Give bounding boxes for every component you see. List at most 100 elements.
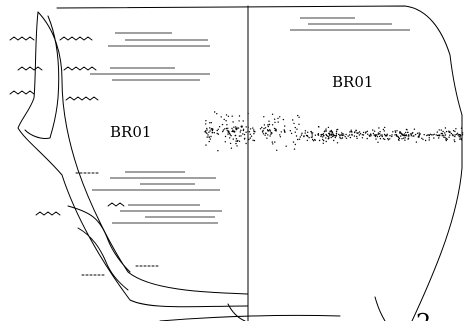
stipple-dot: [377, 133, 379, 135]
stipple-dot: [445, 137, 447, 140]
stipple-dot: [459, 136, 462, 138]
stipple-dot: [267, 125, 269, 128]
stipple-dot: [358, 131, 361, 133]
stipple-dot: [460, 127, 463, 129]
stipple-dot: [245, 126, 247, 128]
stipple-dot: [403, 137, 405, 139]
stipple-dot: [210, 135, 212, 138]
stipple-dot: [331, 130, 333, 133]
stipple-dot: [320, 135, 322, 138]
stipple-dot: [399, 132, 401, 134]
stipple-dot: [452, 134, 454, 136]
stipple-dot: [454, 130, 456, 133]
section-wall-inner: [37, 11, 249, 295]
stipple-dot: [448, 136, 450, 138]
stipple-dot: [440, 132, 442, 135]
stipple-dot: [334, 136, 336, 139]
stipple-dot: [236, 145, 238, 147]
stipple-dot: [449, 134, 451, 136]
stipple-dot: [381, 135, 383, 138]
stipple-dot: [267, 134, 269, 136]
stipple-dot: [395, 135, 398, 137]
stipple-dot: [295, 135, 298, 137]
stipple-dot: [235, 142, 237, 145]
stipple-dot: [366, 130, 369, 132]
stipple-dot: [242, 133, 244, 135]
stipple-dot: [441, 135, 443, 137]
vessel-outline: [56, 5, 463, 321]
stipple-dot: [222, 129, 225, 131]
stipple-dot: [364, 132, 367, 134]
stipple-dot: [214, 111, 216, 113]
stipple-dot: [398, 139, 400, 141]
stipple-dot: [359, 133, 362, 135]
stipple-dot: [444, 127, 447, 129]
stipple-dot: [405, 131, 407, 134]
stipple-dot: [416, 132, 419, 134]
stipple-dot: [444, 132, 446, 134]
stipple-dot: [208, 131, 210, 133]
stipple-dot: [323, 135, 325, 137]
stipple-dot: [378, 127, 380, 129]
stipple-dot: [279, 134, 281, 136]
stipple-dot: [340, 137, 342, 140]
stipple-dot: [336, 142, 339, 144]
stipple-dot: [372, 129, 374, 131]
stipple-dot: [238, 120, 240, 122]
stipple-dot: [362, 131, 365, 134]
stipple-dot: [273, 118, 276, 120]
stipple-dot: [238, 135, 241, 137]
stipple-dot: [231, 115, 233, 117]
stipple-dot: [436, 134, 439, 137]
stipple-dot: [454, 134, 456, 136]
stipple-dot: [428, 134, 431, 137]
stipple-dot: [273, 127, 276, 130]
stipple-dot: [297, 114, 299, 117]
stipple-dot: [432, 134, 434, 136]
stipple-dot: [262, 133, 265, 135]
stipple-dot: [269, 130, 272, 132]
stipple-dot: [354, 131, 356, 133]
stipple-dot: [298, 116, 300, 119]
stipple-dot: [231, 127, 233, 130]
stipple-dot: [209, 138, 211, 140]
stipple-dot: [349, 136, 352, 139]
stipple-dot: [412, 132, 414, 134]
stipple-dot: [322, 142, 324, 144]
stipple-dot: [335, 135, 337, 137]
stipple-dot: [438, 137, 440, 139]
stipple-dot: [408, 134, 410, 136]
stipple-dot: [433, 137, 435, 139]
stipple-dot: [400, 135, 402, 137]
stipple-dot: [340, 132, 343, 134]
stipple-dot: [401, 138, 403, 140]
stipple-dot: [229, 137, 231, 139]
stipple-dot: [404, 139, 406, 141]
stipple-dot: [446, 138, 448, 140]
stipple-dot: [261, 131, 264, 133]
hatch-lines-right: [290, 17, 410, 31]
stipple-dot: [461, 134, 464, 136]
stipple-dot: [455, 133, 458, 135]
stipple-dot: [285, 145, 287, 147]
stipple-dot: [234, 131, 236, 133]
stipple-dot: [342, 133, 344, 135]
stipple-dot: [353, 135, 356, 137]
stipple-dot: [414, 133, 417, 136]
stipple-dot: [290, 132, 293, 135]
stipple-dot: [389, 135, 391, 137]
stipple-dot: [347, 135, 349, 137]
stipple-dot: [263, 124, 266, 126]
stipple-dot: [428, 139, 430, 141]
stipple-dot: [397, 135, 399, 138]
stipple-dot: [279, 136, 282, 138]
stipple-dot: [369, 135, 371, 137]
stipple-dot: [298, 123, 300, 126]
stipple-dot: [328, 137, 330, 140]
figure-number: 2: [416, 309, 431, 321]
stipple-dot: [267, 124, 269, 126]
stipple-dot: [305, 134, 308, 137]
stipple-dot: [330, 133, 333, 135]
stipple-dot: [378, 135, 381, 138]
stipple-dot: [373, 134, 376, 136]
